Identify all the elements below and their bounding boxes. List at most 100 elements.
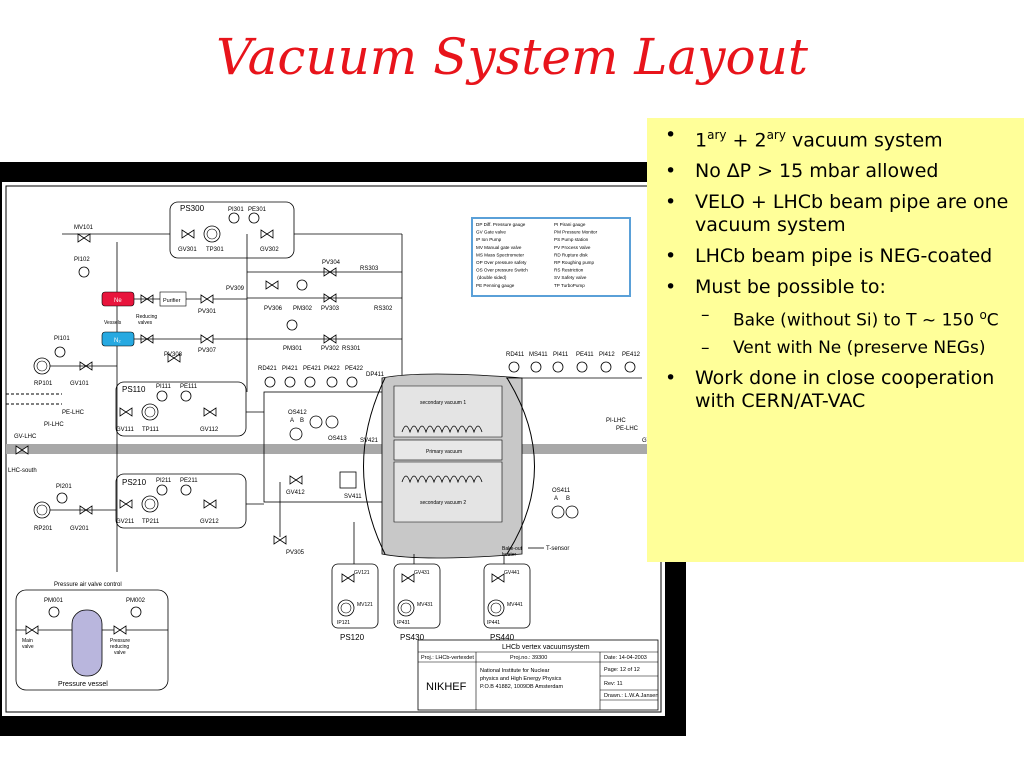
tb-date: Date: 14-04-2003 [604, 655, 647, 661]
pm301-label: PM301 [283, 346, 303, 352]
pressure-label: Pressure [110, 638, 130, 644]
bullet-delta-p: No ∆P > 15 mbar allowed [655, 160, 1014, 183]
legend: DP Diff. Pressure gauge GV Gate valve IP I… [471, 217, 631, 297]
legend-entry: SV Safety valve [554, 275, 587, 280]
pe412-label: PE412 [622, 352, 641, 358]
os411-b: B [566, 496, 570, 502]
ps430-label: PS430 [400, 633, 425, 642]
pi422-label: PI422 [324, 366, 340, 372]
gv301-label: GV301 [178, 247, 197, 253]
pe421-label: PE421 [303, 366, 322, 372]
purifier-label: Purifier [163, 298, 181, 304]
ps430-module: GV431 MV431 IP431 PS430 [393, 563, 441, 642]
bullet-neg: LHCb beam pipe is NEG-coated [655, 245, 1014, 268]
ip441-label: IP441 [487, 620, 500, 626]
pv301-label: PV301 [198, 309, 217, 315]
mv441-label: MV441 [507, 602, 523, 608]
tb-org: NIKHEF [426, 681, 467, 693]
notes-panel: 1ary + 2ary vacuum system No ∆P > 15 mba… [647, 118, 1024, 562]
heater-label: heater [502, 552, 517, 558]
rs303-label: RS303 [360, 266, 379, 272]
pm001-label: PM001 [44, 598, 64, 604]
pe301-label: PE301 [248, 207, 267, 213]
legend-entry: (double sided) [476, 275, 507, 280]
valves-label: valves [138, 320, 153, 326]
ps120-module: GV121 MV121 IP121 PS120 [331, 563, 379, 642]
legend-entry: TP TurboPump [554, 283, 585, 288]
os411-a: A [554, 496, 558, 502]
os411-label: OS411 [552, 488, 571, 494]
pe111-label: PE111 [180, 384, 198, 390]
rp101-label: RP101 [34, 381, 53, 387]
beam-pipe [6, 444, 661, 454]
legend-entry: PE Penning gauge [476, 283, 515, 288]
pe-lhc-label: PE-LHC [62, 410, 85, 416]
gv431-label: GV431 [414, 570, 430, 576]
ps110-label: PS110 [122, 385, 146, 394]
pi201-label: PI201 [56, 484, 72, 490]
legend-left: DP Diff. Pressure gauge GV Gate valve IP I… [476, 222, 528, 288]
pi211-label: PI211 [156, 478, 172, 484]
secondary-vacuum-1-label: secondary vacuum 1 [420, 400, 466, 406]
vessel-gauges [264, 376, 358, 388]
legend-entry: PM Pressure Monitor [554, 230, 598, 235]
pressure-vessel-label: Pressure vessel [58, 681, 108, 688]
pi101-label: PI101 [54, 336, 70, 342]
mv101-label: MV101 [74, 225, 94, 231]
reducing2-label: reducing [110, 644, 129, 650]
pe411-label: PE411 [576, 352, 594, 358]
legend-entry: DP Diff. Pressure gauge [476, 222, 526, 227]
legend-entry: IP Ion Pump [476, 237, 502, 242]
legend-entry: GV Gate valve [476, 230, 506, 235]
ps210-label: PS210 [122, 478, 147, 487]
pe211-label: PE211 [180, 478, 198, 484]
tp301-label: TP301 [206, 247, 224, 253]
pm002-label: PM002 [126, 598, 146, 604]
slide-title: Vacuum System Layout [216, 28, 808, 86]
legend-entry: RS Restriction [554, 268, 584, 273]
gv302-label: GV302 [260, 247, 279, 253]
vacuum-diagram: PS300 PI301 PE301 GV301 TP301 GV302 MV10… [2, 182, 665, 716]
gv441-label: GV441 [504, 570, 520, 576]
gv201-label: GV201 [70, 526, 89, 532]
vessels-label: Vessels [104, 320, 122, 326]
bullet-cooperation: Work done in close cooperation with CERN… [655, 367, 1014, 413]
gv412-label: GV412 [286, 490, 305, 496]
legend-entry: PV Process Valve [554, 245, 591, 250]
tp111-label: TP111 [142, 427, 159, 433]
legend-entry: PI Pirani gauge [554, 222, 586, 227]
bakeout-label: Bake-out [502, 546, 523, 552]
gv111-label: GV111 [116, 427, 134, 433]
legend-entry: RD Rupture disk [554, 252, 588, 257]
pe422-label: PE422 [345, 366, 364, 372]
legend-entry: RP Roughing pump [554, 260, 594, 265]
pi111-label: PI111 [156, 384, 171, 390]
pv302-label: PV302 [321, 346, 340, 352]
pi301-label: PI301 [228, 207, 244, 213]
pm302-label: PM302 [293, 306, 313, 312]
bullet-vacuum-system: 1ary + 2ary vacuum system [655, 124, 1014, 152]
valve-label: valve [22, 644, 34, 650]
gv-right-label: GV [642, 438, 651, 444]
reducing-label: Reducing [136, 314, 157, 320]
ip121-label: IP121 [337, 620, 350, 626]
pi-lhc-label: PI-LHC [44, 422, 64, 428]
pv305-label: PV305 [286, 550, 305, 556]
tb-rev: Rev: 11 [604, 681, 623, 687]
mv121-label: MV121 [357, 602, 373, 608]
ps440-label: PS440 [490, 633, 515, 642]
pi412-label: PI412 [599, 352, 615, 358]
pressure-air-ctrl-label: Pressure air valve control [54, 582, 122, 588]
ne-label: Ne [114, 298, 122, 304]
sub-bake: Bake (without Si) to T ~ 150 oC [695, 305, 1014, 332]
tb-projno: Proj.no.: 39300 [510, 655, 547, 661]
legend-entry: PS Pump station [554, 237, 589, 242]
pv307-label: PV307 [198, 348, 217, 354]
tb-page: Page: 12 of 12 [604, 667, 640, 673]
dp411-label: DP411 [366, 372, 385, 378]
legend-entry: MS Mass Spectrometer [476, 252, 524, 257]
pv303-label: PV303 [321, 306, 340, 312]
ps440-module: GV441 MV441 IP441 PS440 [483, 563, 531, 642]
main-label: Main [22, 638, 33, 644]
ps210-module: PS210 PI211 PE211 GV211 TP211 GV212 [115, 473, 247, 529]
